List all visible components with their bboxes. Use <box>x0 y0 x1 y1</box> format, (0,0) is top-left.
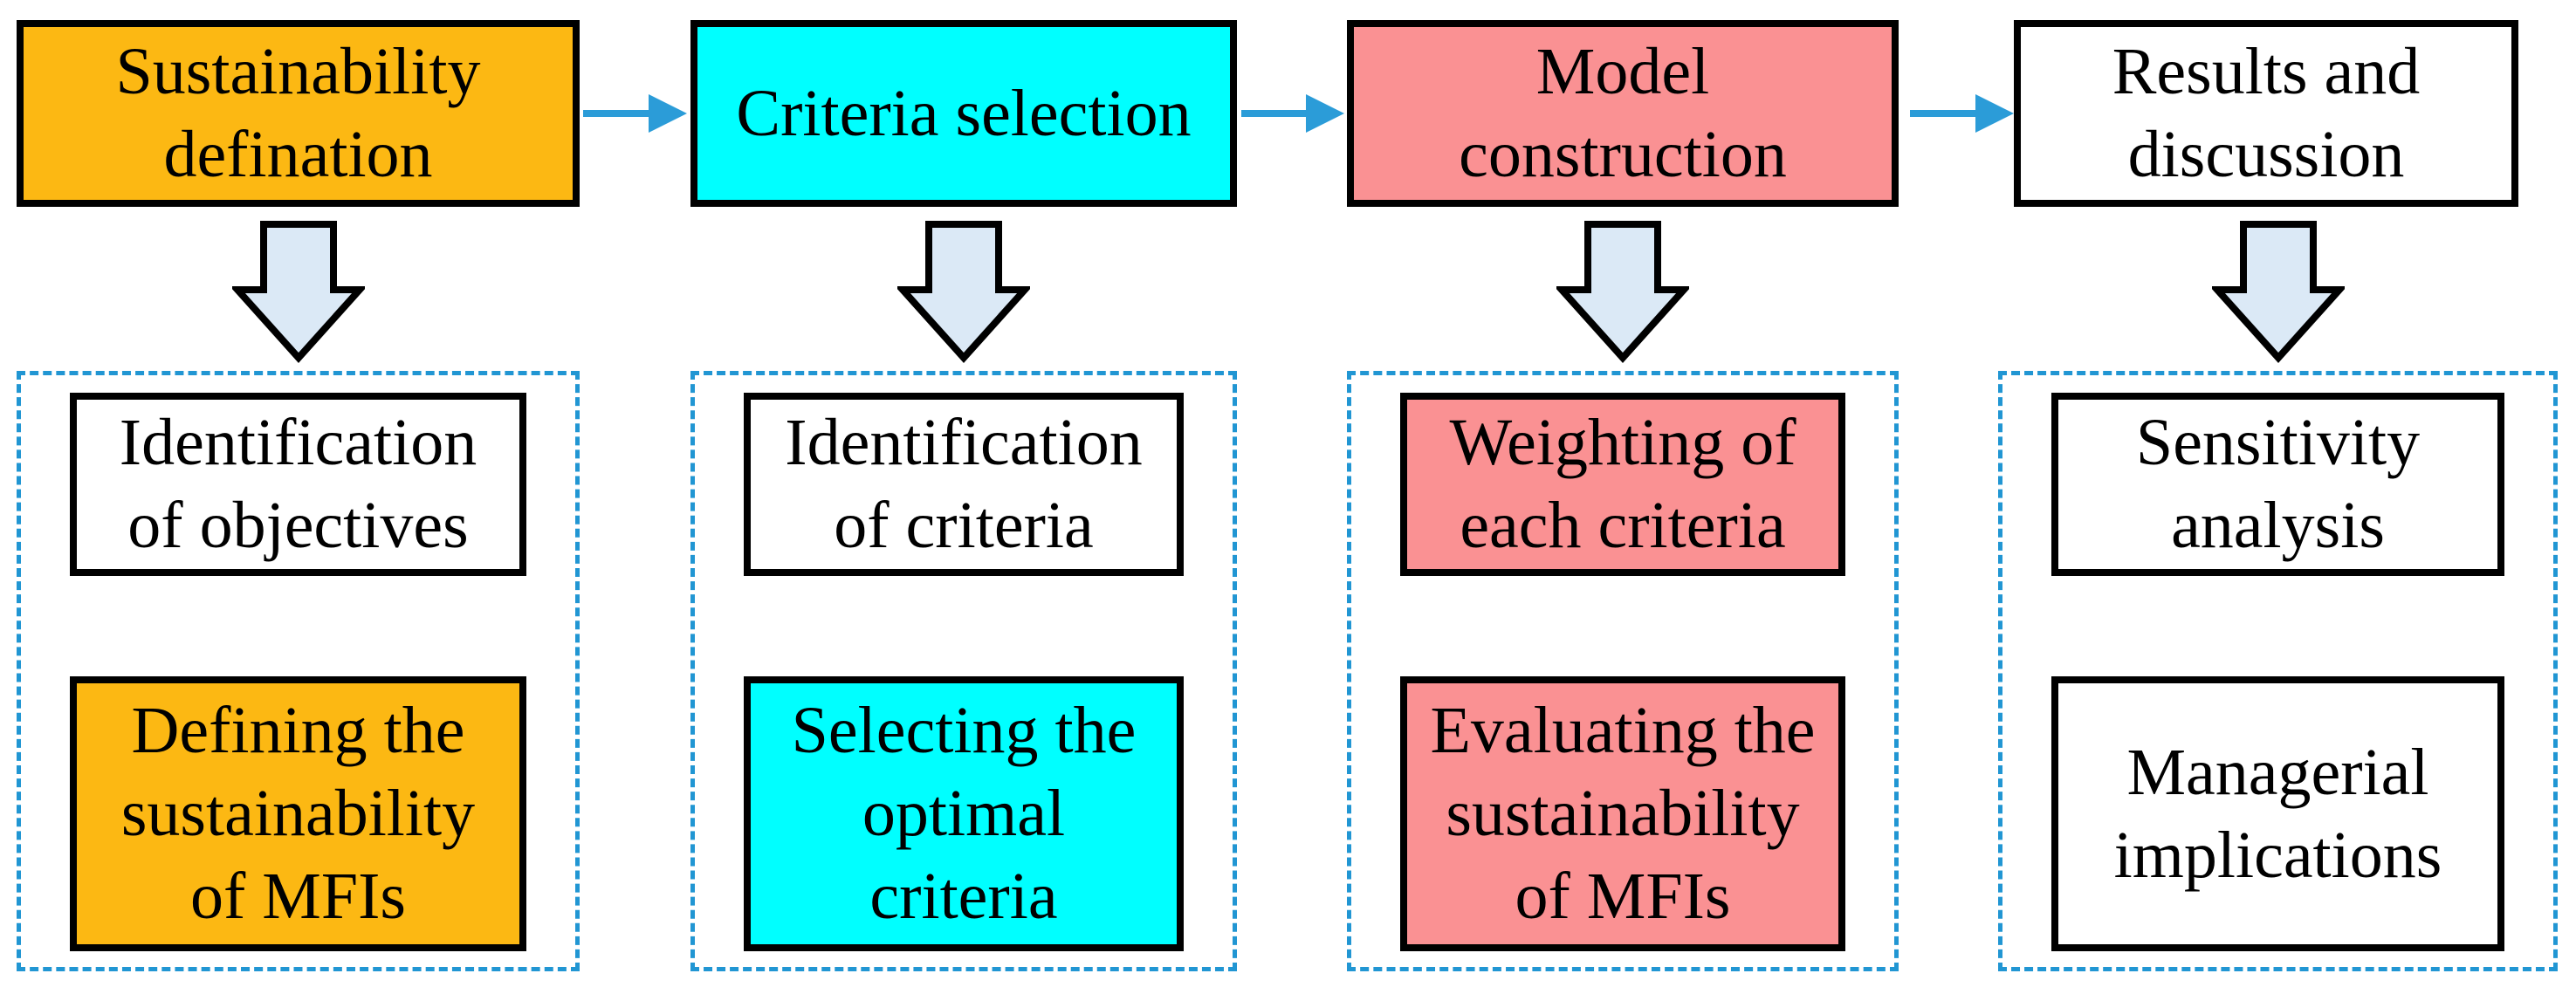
right-arrow-icon <box>649 94 687 133</box>
flow-column-sustainability-definition: Sustainability defination Identification… <box>17 0 580 994</box>
flow-column-criteria-selection: Criteria selection Identification of cri… <box>690 0 1237 994</box>
right-arrow-icon <box>1975 94 2014 133</box>
detail-group-model-construction: Weighting of each criteria Evaluating th… <box>1347 371 1899 971</box>
stage-label: Results and discussion <box>2112 35 2421 191</box>
connector-line <box>1241 110 1309 117</box>
stage-box-criteria-selection: Criteria selection <box>690 20 1237 207</box>
down-block-arrow <box>897 220 1030 363</box>
step-box-selecting-optimal-criteria: Selecting the optimal criteria <box>744 676 1184 951</box>
detail-group-criteria-selection: Identification of criteria Selecting the… <box>690 371 1237 971</box>
flow-connector-1 <box>583 94 687 133</box>
flow-column-model-construction: Model construction Weighting of each cri… <box>1347 0 1899 994</box>
step-box-managerial-implications: Managerial implications <box>2051 676 2504 951</box>
step-label: Identification of criteria <box>785 406 1143 562</box>
down-block-arrow <box>1556 220 1689 363</box>
step-label: Evaluating the sustainability of MFIs <box>1430 694 1816 933</box>
down-arrow-icon <box>1556 221 1689 363</box>
step-box-sensitivity-analysis: Sensitivity analysis <box>2051 393 2504 576</box>
step-label: Weighting of each criteria <box>1449 406 1796 562</box>
detail-group-sustainability-definition: Identification of objectives Defining th… <box>17 371 580 971</box>
stage-label: Sustainability defination <box>115 35 481 191</box>
step-box-identification-of-criteria: Identification of criteria <box>744 393 1184 576</box>
step-label: Selecting the optimal criteria <box>791 694 1137 933</box>
down-arrow-icon <box>897 221 1030 363</box>
flow-connector-3 <box>1910 94 2014 133</box>
step-box-evaluating-sustainability-of-mfis: Evaluating the sustainability of MFIs <box>1400 676 1845 951</box>
down-block-arrow <box>2211 220 2345 363</box>
stage-box-results-discussion: Results and discussion <box>2014 20 2518 207</box>
stage-box-model-construction: Model construction <box>1347 20 1899 207</box>
stage-label: Criteria selection <box>736 76 1192 150</box>
step-label: Defining the sustainability of MFIs <box>120 694 476 933</box>
step-box-identification-of-objectives: Identification of objectives <box>70 393 526 576</box>
flow-connector-2 <box>1241 94 1344 133</box>
connector-line <box>1910 110 1979 117</box>
step-label: Managerial implications <box>2113 735 2442 892</box>
step-label: Sensitivity analysis <box>2135 406 2421 562</box>
down-arrow-icon <box>231 221 365 363</box>
right-arrow-icon <box>1306 94 1344 133</box>
stage-box-sustainability-definition: Sustainability defination <box>17 20 580 207</box>
down-arrow-icon <box>2211 221 2345 363</box>
down-block-arrow <box>231 220 365 363</box>
detail-group-results-discussion: Sensitivity analysis Managerial implicat… <box>1998 371 2558 971</box>
connector-line <box>583 110 652 117</box>
step-box-defining-sustainability-of-mfis: Defining the sustainability of MFIs <box>70 676 526 951</box>
step-box-weighting-of-each-criteria: Weighting of each criteria <box>1400 393 1845 576</box>
step-label: Identification of objectives <box>119 406 477 562</box>
flow-column-results-discussion: Results and discussion Sensitivity analy… <box>1998 0 2558 994</box>
stage-label: Model construction <box>1459 35 1787 191</box>
